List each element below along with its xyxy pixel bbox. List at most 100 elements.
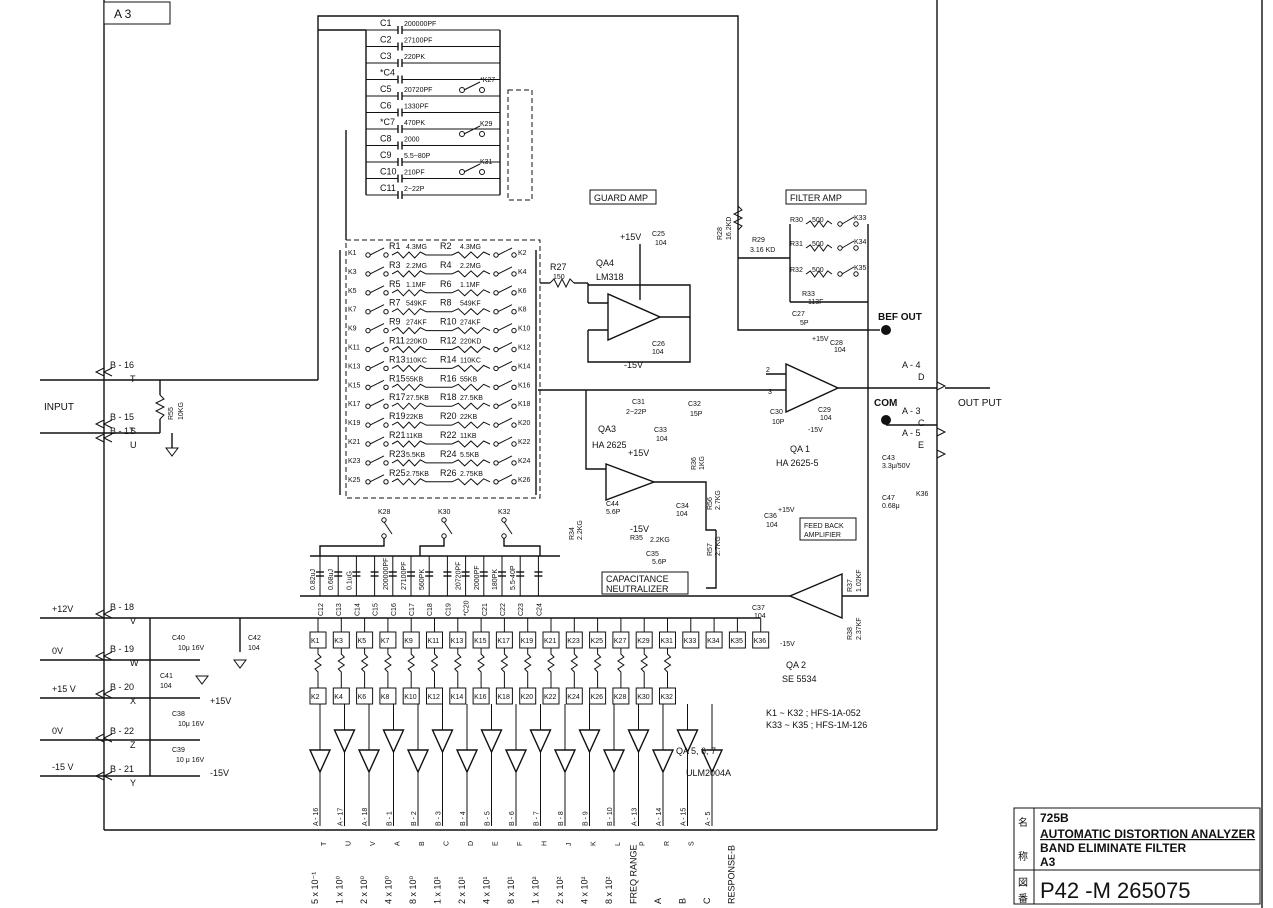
relay-label-left: K7 — [348, 307, 357, 314]
relay-resistor — [314, 648, 322, 688]
res-ref-b: R16 — [440, 373, 457, 383]
bottom-cap-value: 180PK — [492, 569, 499, 590]
relay-contact — [365, 290, 371, 296]
driver-letter: U — [346, 841, 353, 846]
relay-switch — [383, 521, 393, 535]
c33-label: C33 — [654, 427, 667, 434]
r28-value: 16.2KD — [726, 217, 733, 240]
pin-letter: C — [918, 418, 925, 428]
filter-relay-label: K35 — [854, 265, 867, 272]
relay-coil-label: K24 — [567, 694, 580, 701]
driver-pin: A - 15 — [681, 808, 688, 826]
relay-coil-label: K26 — [591, 694, 604, 701]
c28-label: C28 — [830, 340, 843, 347]
relay-label-left: K5 — [348, 288, 357, 295]
res-ref-b: R8 — [440, 298, 452, 308]
relay-label-right: K22 — [518, 439, 531, 446]
relay-switch — [463, 81, 481, 91]
title-block: 名 称 図 番 725B AUTOMATIC DISTORTION ANALYZ… — [1013, 807, 1261, 905]
res-ref-a: R7 — [389, 298, 401, 308]
relay-contact — [511, 384, 517, 390]
res-ref-a: R3 — [389, 260, 401, 270]
relay-contact — [383, 460, 389, 466]
relay-coil-label: K18 — [497, 694, 510, 701]
relay-switch — [369, 455, 385, 464]
relay-contact — [511, 403, 517, 409]
driver-pin: A - 17 — [338, 808, 345, 826]
driver-letter: J — [566, 843, 573, 847]
relay-switch — [369, 266, 385, 275]
res-ref-a: R25 — [389, 468, 406, 478]
res-ref-a: R21 — [389, 430, 406, 440]
relay-contact — [853, 221, 859, 227]
relay-contact — [837, 245, 843, 251]
c44-label: C44 — [606, 501, 619, 508]
resistor — [391, 364, 427, 373]
resistor — [391, 307, 427, 316]
driver-pin: B - 10 — [607, 807, 614, 826]
r37-label: R37 — [847, 579, 854, 592]
range-label: 1 x 10⁰ — [335, 875, 345, 904]
ground-symbol — [165, 447, 179, 457]
relay-label-left: K13 — [348, 363, 361, 370]
cap-value: 2~22P — [404, 186, 425, 193]
sheet-label-box — [103, 1, 171, 25]
qa1-ref: QA 1 — [790, 444, 810, 454]
r28-resistor — [732, 205, 744, 231]
driver-pin: B - 9 — [583, 811, 590, 826]
driver-letter: T — [321, 841, 328, 846]
resistor — [805, 244, 833, 252]
relay-contact — [511, 479, 517, 485]
kanji-3: 図 — [1018, 877, 1028, 889]
c35-label: C35 — [646, 551, 659, 558]
cap-value: 210PF — [404, 170, 425, 177]
drawing-number: P42 -M 265075 — [1040, 878, 1190, 903]
res-val-a: 2.2MG — [406, 263, 427, 270]
relay-switch — [443, 521, 453, 535]
c30-label: C30 — [770, 409, 783, 416]
relay-contact — [365, 422, 371, 428]
relay-switch — [369, 247, 385, 256]
relay-contact — [837, 271, 843, 277]
resistor — [451, 459, 491, 467]
bottom-cap-value: 2000PF — [474, 565, 481, 590]
relay-label-right: K14 — [518, 363, 531, 370]
qa2-part: SE 5534 — [782, 674, 817, 684]
mid-relay-wire — [503, 538, 541, 556]
bottom-cap-ref: C12 — [318, 603, 325, 616]
driver-letter: R — [664, 841, 671, 846]
relay-coil-label: K25 — [591, 638, 604, 645]
bottom-cap-ref: C22 — [500, 603, 507, 616]
res-val-b: 22KB — [460, 414, 477, 421]
relay-coil-label: K2 — [311, 694, 320, 701]
pin-arrow — [936, 381, 947, 391]
qa3-vpos: +15V — [628, 448, 649, 458]
pin-letter: X — [130, 696, 136, 706]
bottom-cap-ref: C24 — [536, 603, 543, 616]
filter-res-label: R31 — [790, 241, 803, 248]
cap-neutralizer-label-1: CAPACITANCE — [606, 574, 669, 584]
c32-label: C32 — [688, 401, 701, 408]
res-ref-a: R5 — [389, 279, 401, 289]
res-val-a: 110KC — [406, 357, 427, 364]
relay-contact — [383, 309, 389, 315]
bottom-cap-ref: C18 — [427, 603, 434, 616]
relay-contact — [493, 290, 499, 296]
cap-value: 2000 — [404, 137, 420, 144]
c27-value: 5P — [800, 320, 809, 327]
range-label: 2 x 10⁰ — [359, 875, 369, 904]
res-val-a: 5.5KB — [406, 452, 425, 459]
driver-buffer — [602, 749, 626, 774]
driver-pin: A - 18 — [362, 808, 369, 826]
relay-contact — [493, 384, 499, 390]
relay-coil-label: K13 — [451, 638, 464, 645]
c38-value: 10μ 16V — [178, 721, 205, 728]
cap-ref: *C7 — [380, 117, 395, 127]
relay-group-outline — [345, 239, 541, 499]
resistor — [391, 383, 427, 392]
driver-pin: B - 1 — [387, 811, 394, 826]
relay-coil-bottom — [449, 687, 467, 705]
relay-coil-bottom — [519, 687, 537, 705]
